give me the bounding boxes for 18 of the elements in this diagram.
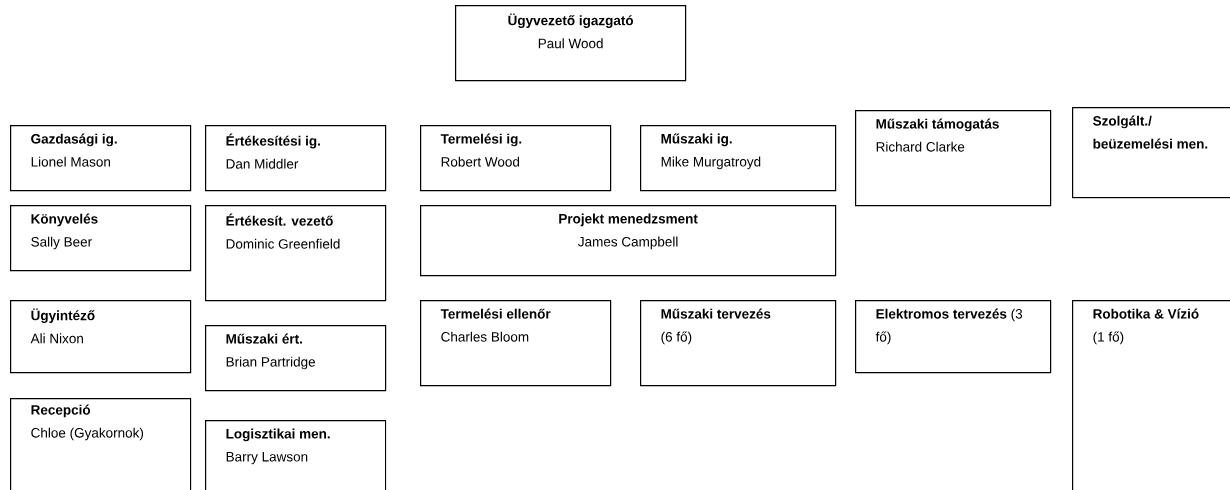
org-box: Műszaki tervezés (6 fő) [640, 300, 837, 387]
org-box: Műszaki ért. Brian Partridge [205, 325, 387, 392]
org-box: Gazdasági ig. Lionel Mason [10, 125, 192, 192]
org-box: Értékesítési ig. Dan Middler [205, 125, 387, 192]
org-box: Termelési ig. Robert Wood [420, 125, 612, 192]
org-box: Értékesít. vezető Dominic Greenfield [205, 205, 387, 302]
org-box: Ügyvezető igazgató Paul Wood [455, 5, 687, 82]
org-box: Termelési ellenőr Charles Bloom [420, 300, 612, 387]
org-box: Logisztikai men. Barry Lawson [205, 420, 387, 490]
org-box: Könyvelés Sally Beer [10, 205, 192, 272]
org-box: Elektromos tervezés (3 fő) [855, 300, 1052, 374]
org-box: Robotika & Vízió (1 fő) [1072, 300, 1230, 490]
org-box: Műszaki támogatás Richard Clarke [855, 110, 1052, 207]
org-box: Szolgált./ beüzemelési men. [1072, 107, 1230, 199]
org-box: Projekt menedzsment James Campbell [420, 205, 837, 277]
org-box: Recepció Chloe (Gyakornok) [10, 398, 192, 490]
org-box: Műszaki ig. Mike Murgatroyd [640, 125, 837, 192]
org-box: Ügyintéző Ali Nixon [10, 300, 192, 374]
